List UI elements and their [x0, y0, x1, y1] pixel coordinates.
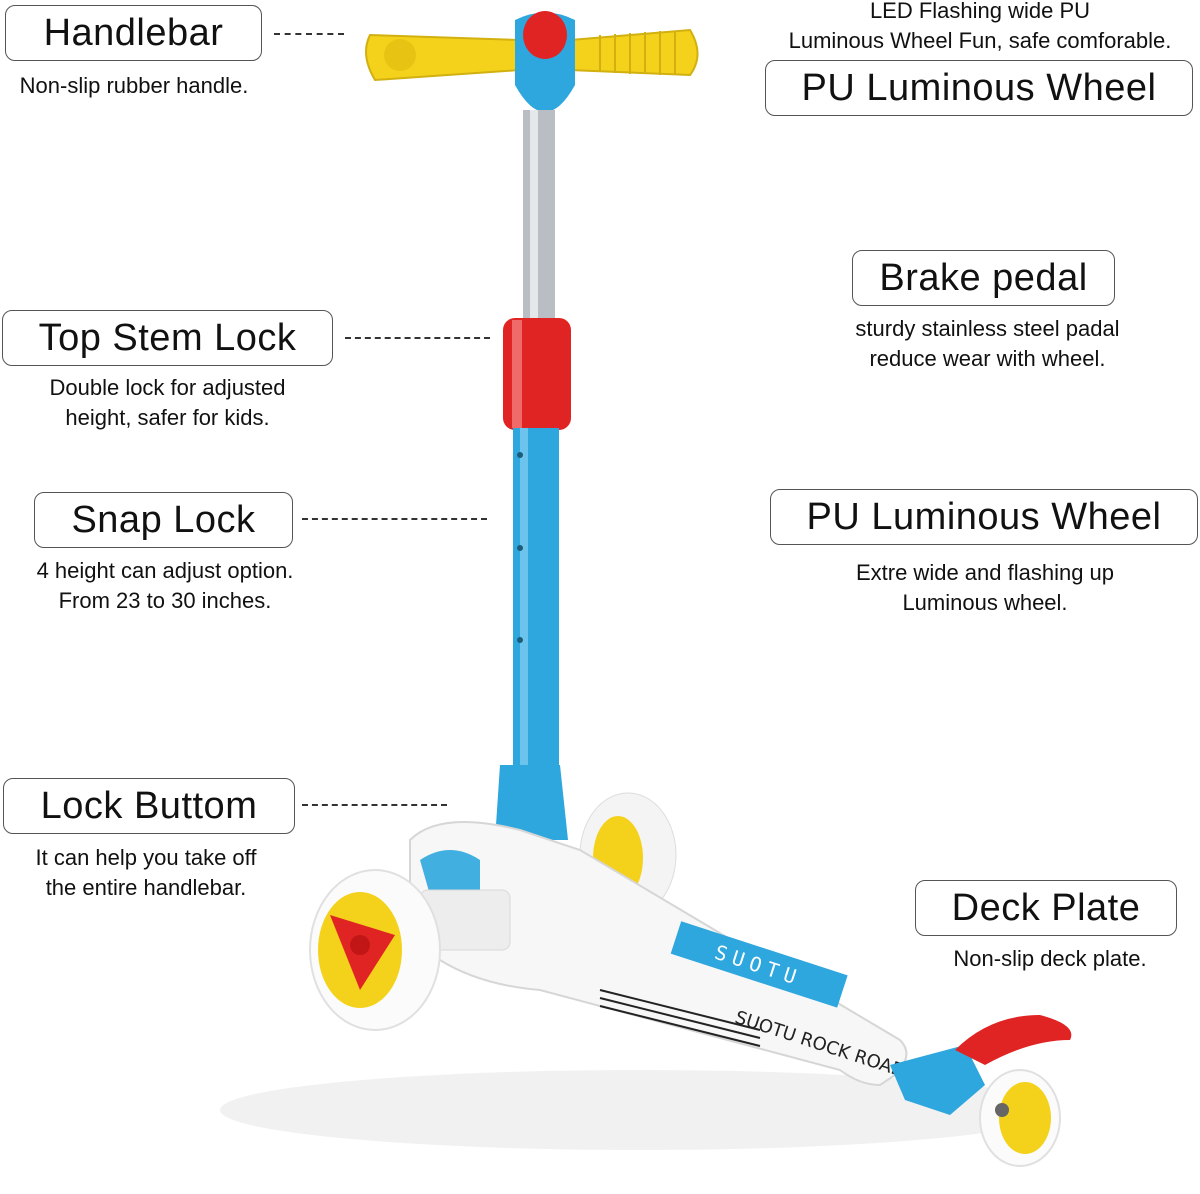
top-stem-lock-desc-line-2: height, safer for kids.: [65, 405, 270, 430]
deck-plate-desc-line: Non-slip deck plate.: [953, 946, 1147, 971]
brake-pedal-shape: [955, 1015, 1072, 1065]
pu-wheel-title: PU Luminous Wheel: [806, 495, 1162, 538]
led-wheel-desc-line-2: Luminous Wheel Fun, safe comforable.: [788, 28, 1172, 53]
lock-button-desc-line-1: It can help you take off: [35, 845, 257, 870]
snap-lock-description: 4 height can adjust option. From 23 to 3…: [0, 556, 330, 616]
upper-steel-stem: [523, 110, 555, 325]
top-stem-lock-leader-line: [345, 337, 490, 339]
pu-wheel-desc-line-2: Luminous wheel.: [902, 590, 1068, 615]
handlebar-leader-line: [274, 33, 344, 35]
pu-wheel-description: Extre wide and flashing up Luminous whee…: [800, 558, 1170, 618]
rear-neck: [890, 1045, 985, 1115]
brake-pedal-desc-line-2: reduce wear with wheel.: [869, 346, 1106, 371]
handlebar-title: Handlebar: [43, 11, 224, 54]
brake-pedal-desc-line-1: sturdy stainless steel padal: [855, 316, 1120, 341]
lock-button-leader-line: [302, 804, 447, 806]
deck-plate-description: Non-slip deck plate.: [910, 944, 1190, 974]
snap-lock-desc-line-2: From 23 to 30 inches.: [58, 588, 272, 613]
handlebar-grip-right: [569, 28, 699, 77]
handlebar-desc-line: Non-slip rubber handle.: [19, 73, 249, 98]
lock-button-title: Lock Buttom: [40, 784, 258, 827]
top-stem-lock-description: Double lock for adjusted height, safer f…: [0, 373, 335, 433]
lower-blue-stem: [513, 428, 559, 773]
brake-pedal-description: sturdy stainless steel padal reduce wear…: [815, 314, 1160, 374]
pu-wheel-title-box: PU Luminous Wheel: [770, 489, 1198, 545]
lock-button-description: It can help you take off the entire hand…: [0, 843, 292, 903]
front-left-wheel: [309, 869, 441, 1031]
top-stem-lock-desc-line-1: Double lock for adjusted: [49, 375, 286, 400]
stem-base-clamp: [495, 765, 568, 840]
snap-lock-title-box: Snap Lock: [34, 492, 293, 548]
floor-shadow: [220, 1070, 1060, 1150]
handlebar-junction: [515, 11, 575, 112]
brake-pedal-title-box: Brake pedal: [852, 250, 1115, 306]
lock-button-title-box: Lock Buttom: [3, 778, 295, 834]
rear-wheel: [979, 1069, 1061, 1167]
deck-plate-title-box: Deck Plate: [915, 880, 1177, 936]
lock-button-desc-line-2: the entire handlebar.: [45, 875, 247, 900]
deck-plate-title: Deck Plate: [951, 886, 1141, 929]
top-stem-lock-title-box: Top Stem Lock: [2, 310, 333, 366]
led-wheel-title-box: PU Luminous Wheel: [765, 60, 1193, 116]
brake-pedal-title: Brake pedal: [879, 256, 1088, 299]
pu-wheel-desc-line-1: Extre wide and flashing up: [855, 560, 1115, 585]
led-wheel-description: LED Flashing wide PU Luminous Wheel Fun,…: [760, 0, 1200, 56]
led-wheel-title: PU Luminous Wheel: [801, 66, 1157, 109]
snap-lock-leader-line: [302, 518, 487, 520]
snap-lock-title: Snap Lock: [71, 498, 256, 541]
handlebar-grip-left: [365, 33, 521, 82]
snap-lock-desc-line-1: 4 height can adjust option.: [36, 558, 294, 583]
deck-stripes: [599, 989, 761, 1047]
top-stem-lock-title: Top Stem Lock: [38, 316, 297, 359]
handlebar-description: Non-slip rubber handle.: [0, 71, 268, 101]
handlebar-title-box: Handlebar: [5, 5, 262, 61]
led-wheel-desc-line-1: LED Flashing wide PU: [869, 0, 1091, 23]
